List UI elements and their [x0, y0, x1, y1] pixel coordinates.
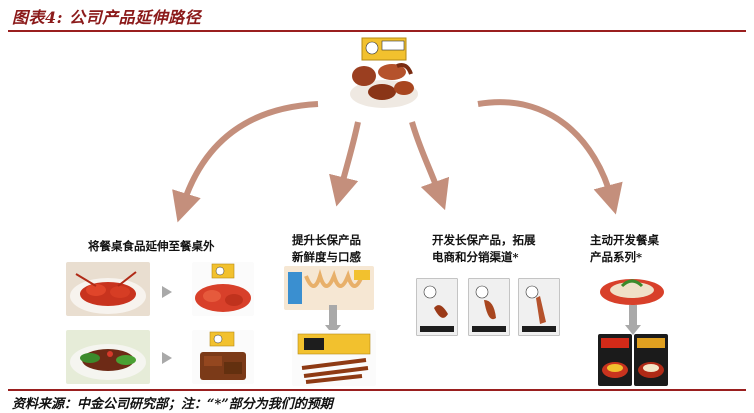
long-shelf-pack-1 — [416, 278, 458, 336]
arrow-to-freshness — [329, 121, 361, 207]
caption-dining-line1: 主动开发餐桌 — [590, 233, 659, 247]
plated-dish-image — [596, 268, 668, 308]
caption-catering-line1: 将餐桌食品延伸至餐桌外 — [88, 239, 215, 253]
dining-product-pack-1 — [598, 334, 632, 386]
long-shelf-pack-2 — [468, 278, 510, 336]
caption-dining-line2: 产品系列* — [590, 250, 643, 264]
caption-ecommerce-line1: 开发长保产品，拓展 — [432, 233, 536, 247]
caption-catering: 将餐桌食品延伸至餐桌外 — [88, 238, 215, 255]
packaged-meat-image — [192, 330, 254, 384]
central-product-image — [342, 36, 426, 116]
caption-freshness-line2: 新鲜度与口感 — [292, 250, 361, 264]
vegetable-dish-image — [66, 330, 150, 384]
arrow-to-ecommerce — [409, 121, 450, 211]
caption-freshness-line1: 提升长保产品 — [292, 233, 361, 247]
packaged-crayfish-image — [192, 262, 254, 316]
arrow-to-dining — [477, 99, 623, 215]
caption-freshness: 提升长保产品 新鲜度与口感 — [292, 232, 361, 266]
duck-neck-box-image — [292, 330, 376, 386]
figure-title: 图表4: 公司产品延伸路径 — [12, 8, 202, 27]
caption-dining: 主动开发餐桌 产品系列* — [590, 232, 659, 266]
caption-ecommerce: 开发长保产品，拓展 电商和分销渠道* — [432, 232, 536, 266]
bottom-rule — [8, 389, 746, 391]
caption-ecommerce-line2: 电商和分销渠道* — [432, 250, 519, 264]
top-rule — [8, 30, 746, 32]
dining-product-pack-2 — [634, 334, 668, 386]
packaged-snack-image — [284, 266, 374, 310]
source-note: 资料来源：中金公司研究部；注：“*”部分为我们的预期 — [12, 397, 333, 412]
crayfish-dish-image — [66, 262, 150, 316]
arrow-to-catering — [172, 101, 319, 223]
long-shelf-pack-3 — [518, 278, 560, 336]
